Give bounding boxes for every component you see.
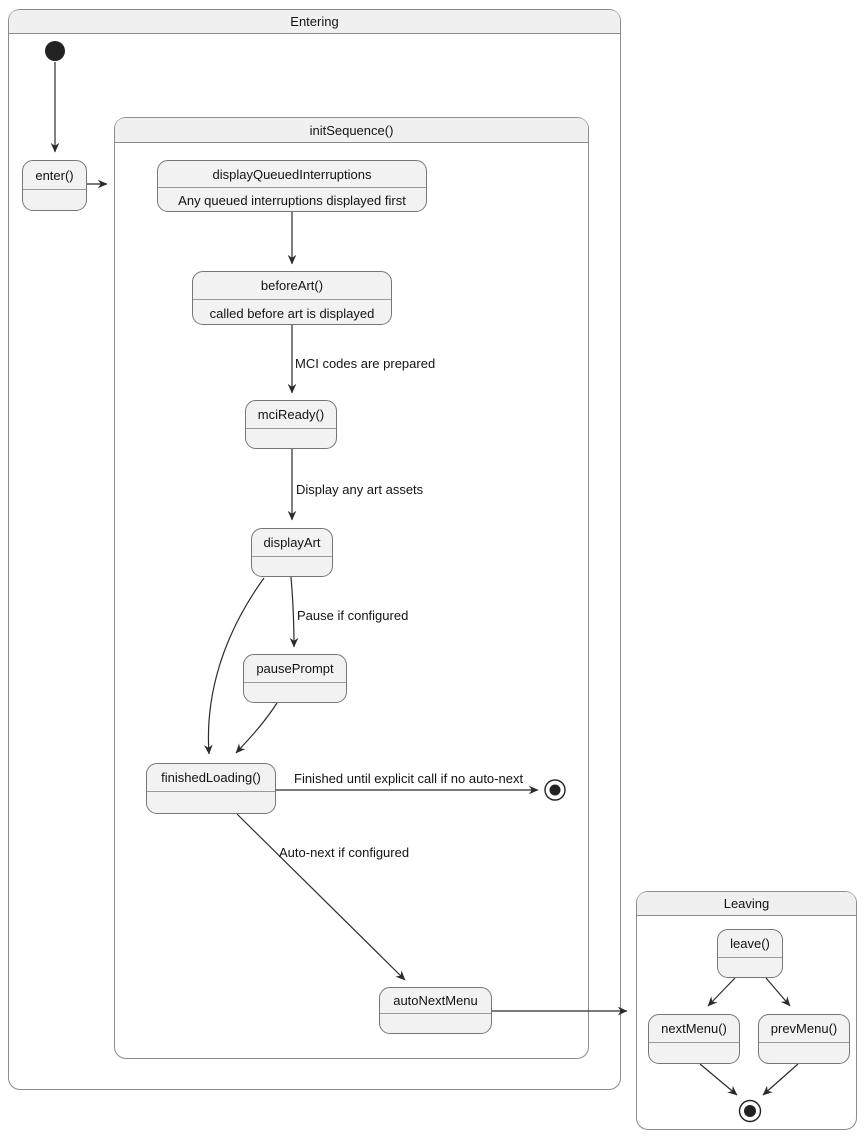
container-init-sequence-title: initSequence()	[115, 118, 588, 143]
state-leave: leave()	[717, 929, 783, 978]
container-leaving: Leaving	[636, 891, 857, 1130]
edge-label-mci-codes-prepared: MCI codes are prepared	[295, 356, 436, 371]
state-auto-next-menu-label: autoNextMenu	[393, 993, 478, 1008]
state-auto-next-menu: autoNextMenu	[379, 987, 492, 1034]
container-leaving-title: Leaving	[637, 892, 856, 916]
container-init-sequence: initSequence()	[114, 117, 589, 1059]
state-mci-ready: mciReady()	[245, 400, 337, 449]
state-enter-body	[23, 189, 86, 210]
state-prev-menu-label: prevMenu()	[770, 1021, 838, 1036]
state-next-menu-body	[649, 1042, 739, 1063]
state-next-menu-label: nextMenu()	[661, 1021, 727, 1036]
edge-label-auto-next-if-configured: Auto-next if configured	[279, 845, 410, 860]
state-display-queued-interruptions-note: Any queued interruptions displayed first	[158, 187, 426, 211]
state-mci-ready-label: mciReady()	[257, 407, 325, 422]
state-leave-label: leave()	[730, 936, 770, 951]
state-display-art-body	[252, 556, 332, 576]
state-before-art-note: called before art is displayed	[193, 299, 391, 324]
state-before-art-label: beforeArt()	[260, 278, 324, 293]
state-prev-menu: prevMenu()	[758, 1014, 850, 1064]
state-leave-body	[718, 957, 782, 977]
state-pause-prompt-label: pausePrompt	[256, 661, 334, 676]
container-entering-title: Entering	[9, 10, 620, 34]
edge-label-display-art-assets: Display any art assets	[296, 482, 424, 497]
state-auto-next-menu-body	[380, 1013, 491, 1033]
container-entering: Entering	[8, 9, 621, 1090]
state-display-queued-interruptions: displayQueuedInterruptions Any queued in…	[157, 160, 427, 212]
state-pause-prompt: pausePrompt	[243, 654, 347, 703]
state-display-art: displayArt	[251, 528, 333, 577]
state-finished-loading: finishedLoading()	[146, 763, 276, 814]
edge-label-finished-no-auto-next: Finished until explicit call if no auto-…	[294, 771, 524, 786]
state-finished-loading-label: finishedLoading()	[161, 770, 261, 785]
state-finished-loading-body	[147, 791, 275, 813]
state-enter: enter()	[22, 160, 87, 211]
state-prev-menu-body	[759, 1042, 849, 1063]
edge-label-pause-if-configured: Pause if configured	[297, 608, 409, 623]
state-before-art: beforeArt() called before art is display…	[192, 271, 392, 325]
state-enter-label: enter()	[35, 167, 74, 183]
state-pause-prompt-body	[244, 682, 346, 702]
state-display-queued-interruptions-label: displayQueuedInterruptions	[212, 166, 372, 182]
state-mci-ready-body	[246, 428, 336, 448]
state-display-art-label: displayArt	[263, 535, 321, 550]
state-next-menu: nextMenu()	[648, 1014, 740, 1064]
